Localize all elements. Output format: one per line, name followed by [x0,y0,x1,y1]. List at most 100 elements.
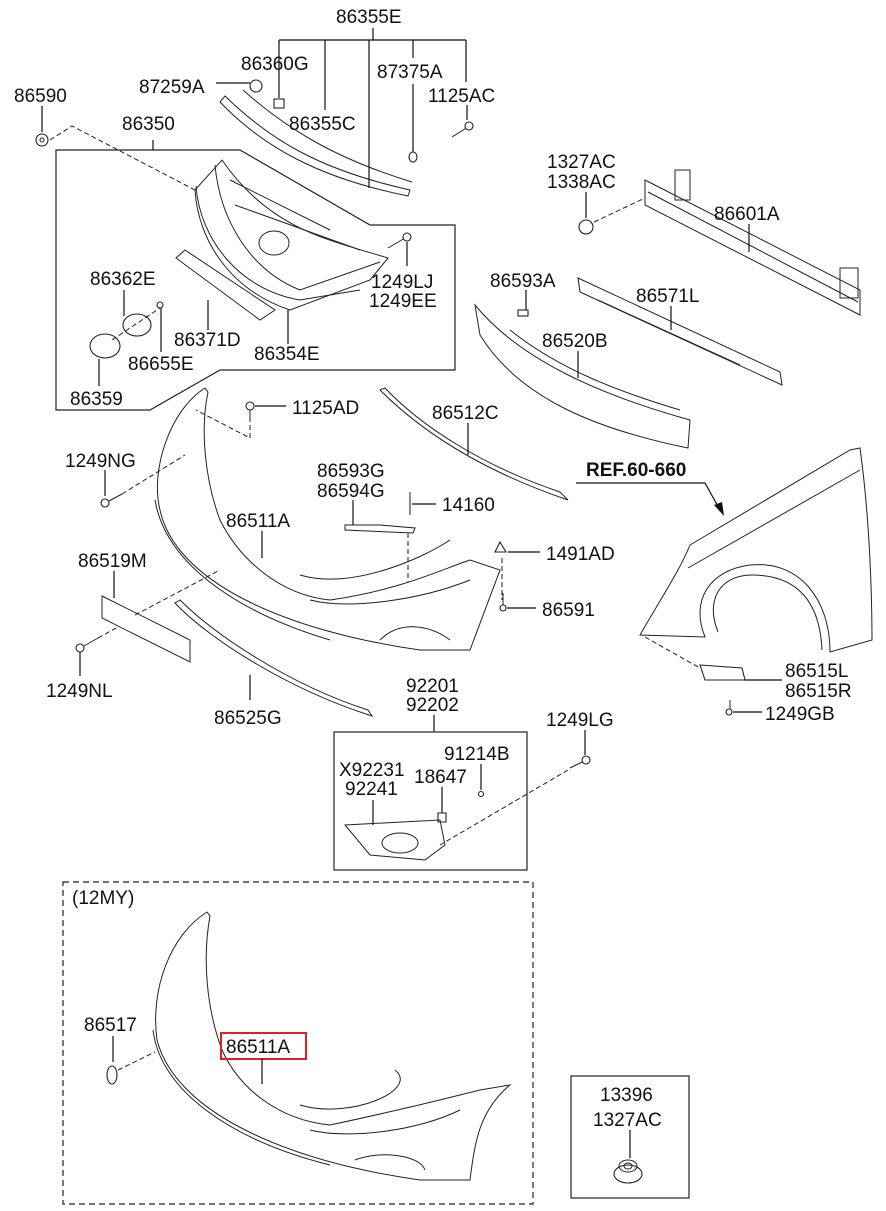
label-13396[interactable]: 13396 [600,1085,653,1106]
clip-86360G-icon [273,98,285,109]
label-86362E[interactable]: 86362E [90,269,156,290]
label-86512C[interactable]: 86512C [432,403,499,424]
label-1327AC-top[interactable]: 1327AC [547,152,616,173]
label-86354E[interactable]: 86354E [254,344,320,365]
leader-ref [576,482,721,511]
label-92201[interactable]: 92201 [406,676,459,697]
screw-1249GB-icon [725,700,733,716]
molding-86355C [219,95,411,197]
label-18647[interactable]: 18647 [414,767,467,788]
molding-86354E [195,185,361,301]
label-86594G[interactable]: 86594G [317,481,385,502]
label-86601A[interactable]: 86601A [714,204,780,225]
label-87375A[interactable]: 87375A [377,62,443,83]
label-86359[interactable]: 86359 [70,389,123,410]
label-86515L[interactable]: 86515L [785,661,848,682]
cap-86517-icon [106,1065,118,1085]
screw-1249NG-icon [100,493,123,508]
dashed-line-1249LG [439,769,569,846]
label-14160[interactable]: 14160 [442,495,495,516]
nut-1327AC-icon [578,219,594,235]
label-1338AC[interactable]: 1338AC [547,172,616,193]
label-86591[interactable]: 86591 [542,600,595,621]
nut-87259A-icon [249,79,263,93]
label-86590[interactable]: 86590 [14,86,67,107]
frame-12my-variant [62,881,534,1205]
label-86571L[interactable]: 86571L [636,286,699,307]
label-86511A[interactable]: 86511A [226,511,290,532]
screw-86591-icon [499,593,507,612]
clip-86590-icon [35,133,49,147]
grille-part [194,159,389,311]
highlight-box-86511A [220,1032,307,1060]
label-1125AC[interactable]: 1125AC [428,86,495,107]
label-1491AD[interactable]: 1491AD [546,544,615,565]
arrow-ref-icon [714,502,724,516]
nut-13396-icon [613,1159,643,1184]
bracket-86519M [101,595,191,663]
clip-86593A-icon [517,309,529,317]
label-1249LG[interactable]: 1249LG [546,710,614,731]
label-86371D[interactable]: 86371D [174,330,241,351]
label-1249EE[interactable]: 1249EE [369,291,437,312]
clip-1491AD-icon [494,540,507,553]
ref-60-660-link[interactable]: REF.60-660 [586,460,686,481]
fender-part [639,447,873,653]
frame-nut [570,1075,690,1199]
label-86515R[interactable]: 86515R [785,681,852,702]
variant-title: (12MY) [72,888,134,909]
molding-86355E [242,89,413,183]
absorber-86520B [474,303,691,449]
label-1327AC-bottom[interactable]: 1327AC [593,1110,662,1131]
absorber-86571L [577,277,783,386]
bracket-86512C [379,387,569,501]
label-86655E[interactable]: 86655E [128,354,194,375]
label-86520B[interactable]: 86520B [542,331,608,352]
label-92202[interactable]: 92202 [406,695,459,716]
bracket-86593G [344,524,416,534]
label-86593G[interactable]: 86593G [317,461,385,482]
clip-86655E-icon [156,301,164,309]
label-1249LJ[interactable]: 1249LJ [371,272,433,293]
dashed-line-86590 [49,125,196,191]
label-87259A[interactable]: 87259A [139,77,205,98]
dashed-line-1249NL [97,626,119,639]
label-91214B[interactable]: 91214B [444,744,510,765]
screw-1125AC-icon [451,121,474,138]
clip-87375A-icon [408,151,418,163]
label-1249GB[interactable]: 1249GB [765,704,835,725]
bumper-cover-12my [152,911,512,1181]
screw-1249NL-icon [75,637,99,653]
label-92241[interactable]: 92241 [345,779,398,800]
bulb-91214B-icon [477,790,485,798]
label-86519M[interactable]: 86519M [78,551,147,572]
bracket-86515-icon [699,664,746,681]
label-86350[interactable]: 86350 [122,114,175,135]
dashed-line-emblem [111,307,161,341]
beam-86601A [644,169,861,316]
screw-1125AD-icon [245,401,255,422]
label-86511A-12my[interactable]: 86511A [226,1037,290,1058]
screw-1249LG-icon [569,755,591,769]
bumper-cover-86511A [154,387,501,651]
label-86360G[interactable]: 86360G [241,54,309,75]
label-86593A[interactable]: 86593A [490,271,556,292]
dashed-line-nut [593,197,646,223]
label-86355E[interactable]: 86355E [336,7,402,28]
label-86517[interactable]: 86517 [84,1015,137,1036]
screw-1249LJ-icon [387,232,412,249]
dashed-line-fender [644,636,701,669]
dashed-line-86519M [134,569,221,616]
dashed-line-86517 [117,1051,156,1071]
label-1249NL[interactable]: 1249NL [46,681,113,702]
emblem-86362E-icon [122,313,152,337]
frame-fog-lamp [333,731,528,871]
label-1249NG[interactable]: 1249NG [65,451,136,472]
label-X92231[interactable]: X92231 [339,760,405,781]
label-86355C[interactable]: 86355C [289,114,356,135]
label-1125AD[interactable]: 1125AD [292,398,359,419]
label-86525G[interactable]: 86525G [214,708,282,729]
molding-86525G [174,599,374,717]
frame-86350 [55,149,456,411]
